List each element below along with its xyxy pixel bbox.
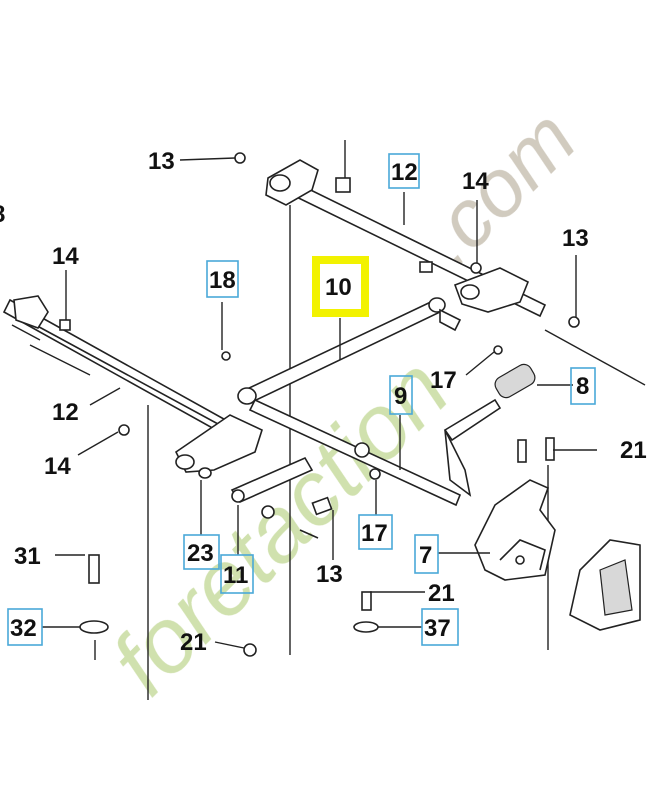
callout-21-bottom: 21 [180,629,207,656]
guide-lines [11,140,646,700]
fasteners [79,152,580,657]
callout-8-edge: 8 [0,201,5,228]
link-rod [237,297,462,405]
callout-32-box [7,608,43,646]
callout-12-top-box [388,153,420,189]
lower-right-bracket [174,414,263,473]
callout-14-lower: 14 [44,453,71,480]
callout-13-lower: 13 [316,561,343,588]
callout-17-mid: 17 [430,367,457,394]
callout-31: 31 [14,543,41,570]
left-end-bracket [13,295,71,331]
housing [569,539,641,631]
lower-link [230,456,333,539]
callout-7: 7 [419,542,432,569]
callout-7-box [414,534,439,574]
callout-37: 37 [424,615,451,642]
callout-13-right: 13 [562,225,589,252]
callout-21-right: 21 [620,437,647,464]
callout-11: 11 [223,562,248,589]
callout-17-lower: 17 [361,520,388,547]
callouts: 13 12 14 13 14 18 10 17 8 9 12 14 21 [0,148,647,656]
callout-21-mid: 21 [428,580,455,607]
callout-12-top: 12 [391,159,418,186]
callout-14-left: 14 [52,243,79,270]
callout-9: 9 [394,383,407,410]
upper-right-bracket [419,261,530,313]
callout-9-box [389,375,413,415]
sector-plate [474,479,556,581]
callout-11-box [220,554,254,594]
upper-left-bracket [265,159,351,206]
middle-shaft [248,398,462,507]
callout-23: 23 [187,540,214,567]
callout-18-box [206,260,239,298]
callout-8-box [570,367,596,405]
leader-lines [42,157,597,649]
callout-10: 10 [325,274,352,301]
callout-18: 18 [209,267,236,294]
callout-23-box [183,534,220,570]
callout-14-top: 14 [462,168,489,195]
callout-17-box [358,514,393,550]
callout-8: 8 [576,373,589,400]
callout-13-top: 13 [148,148,175,175]
callout-37-box [421,608,459,646]
callout-32: 32 [10,615,37,642]
callout-12-lower: 12 [52,399,79,426]
lever-handle [443,363,536,497]
